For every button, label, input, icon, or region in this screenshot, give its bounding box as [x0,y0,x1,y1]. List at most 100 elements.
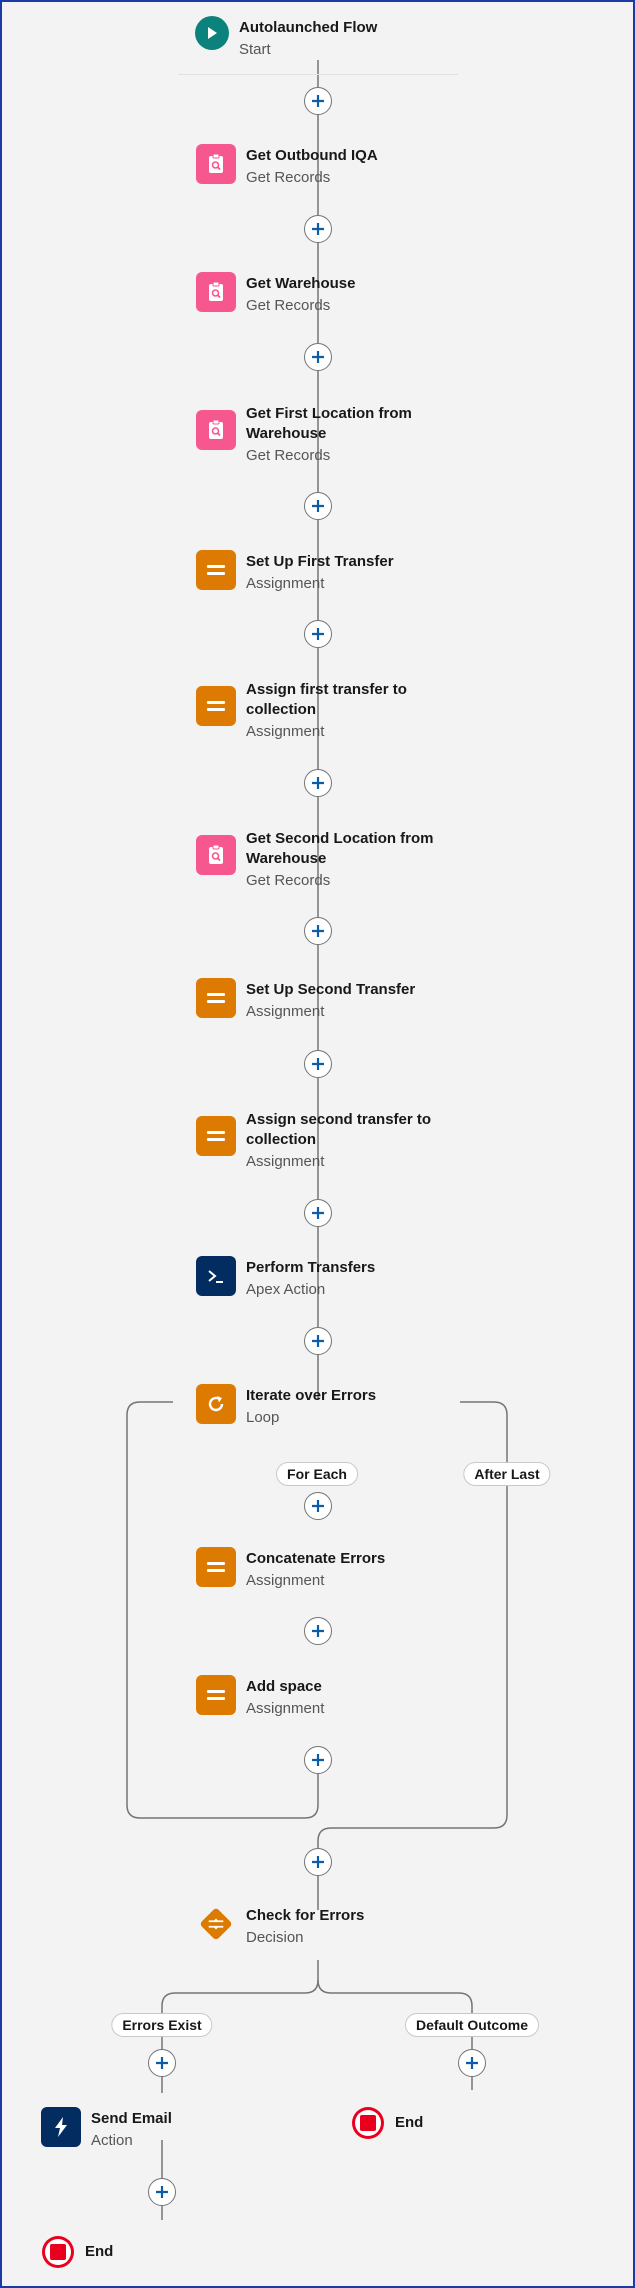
plus-icon [156,2057,168,2069]
node-type: Assignment [246,1003,325,1020]
node-title: Perform Transfers [246,1259,376,1276]
node-title: Check for Errors [246,1907,365,1924]
node-start[interactable]: Autolaunched Flow Start [193,16,434,60]
assignment-icon [196,686,236,726]
plus-icon [312,1856,324,1868]
node-type: Get Records [246,297,331,314]
node-concatenate-errors[interactable]: Concatenate Errors Assignment [196,1547,441,1591]
node-get-second-location[interactable]: Get Second Location from Warehouse Get R… [196,827,441,891]
add-element-button[interactable] [304,1617,332,1645]
node-type: Action [91,2132,133,2149]
node-title: Iterate over Errors [246,1387,377,1404]
decision-icon [196,1904,236,1944]
add-element-button[interactable] [304,1327,332,1355]
node-set-up-second-transfer[interactable]: Set Up Second Transfer Assignment [196,978,441,1022]
add-element-button[interactable] [304,1746,332,1774]
add-element-button[interactable] [304,1050,332,1078]
add-element-button[interactable] [304,1199,332,1227]
after-last-label: After Last [463,1462,551,1486]
records-search-icon [196,835,236,875]
node-iterate-over-errors[interactable]: Iterate over Errors Loop [196,1384,441,1428]
default-outcome-connector [317,1979,473,2090]
add-element-button[interactable] [304,343,332,371]
plus-icon [466,2057,478,2069]
loop-back-connector [126,1401,319,1819]
node-type: Assignment [246,723,325,740]
node-type: Assignment [246,1700,325,1717]
plus-icon [312,95,324,107]
add-element-button[interactable] [304,492,332,520]
node-title: Get Warehouse [246,275,356,292]
stop-icon [351,2106,385,2140]
errors-exist-label: Errors Exist [111,2013,213,2037]
add-element-button[interactable] [304,87,332,115]
errors-exist-connector [161,1960,319,2093]
plus-icon [312,628,324,640]
records-search-icon [196,410,236,450]
node-get-warehouse[interactable]: Get Warehouse Get Records [196,272,441,316]
node-title: Send Email [91,2110,172,2127]
node-set-up-first-transfer[interactable]: Set Up First Transfer Assignment [196,550,441,594]
add-element-button[interactable] [148,2178,176,2206]
add-element-button[interactable] [304,1848,332,1876]
node-end-default[interactable]: End [351,2106,423,2140]
node-add-space[interactable]: Add space Assignment [196,1675,441,1719]
node-get-first-location[interactable]: Get First Location from Warehouse Get Re… [196,402,441,466]
plus-icon [312,1625,324,1637]
node-title: Get Second Location from Warehouse [246,830,434,867]
node-get-outbound-iqa[interactable]: Get Outbound IQA Get Records [196,144,441,188]
loop-icon [196,1384,236,1424]
records-search-icon [196,144,236,184]
node-type: Assignment [246,1153,325,1170]
node-title: Concatenate Errors [246,1550,386,1567]
add-element-button[interactable] [304,1492,332,1520]
node-assign-second-transfer[interactable]: Assign second transfer to collection Ass… [196,1108,441,1172]
node-assign-first-transfer[interactable]: Assign first transfer to collection Assi… [196,678,441,742]
assignment-icon [196,1547,236,1587]
node-type: Loop [246,1409,280,1426]
play-icon [195,16,229,50]
node-check-for-errors[interactable]: Check for Errors Decision [196,1904,441,1948]
plus-icon [312,1207,324,1219]
node-title: Autolaunched Flow [239,19,378,36]
records-search-icon [196,272,236,312]
plus-icon [312,925,324,937]
apex-icon [196,1256,236,1296]
plus-icon [312,1754,324,1766]
add-element-button[interactable] [304,769,332,797]
plus-icon [312,351,324,363]
node-title: End [395,2114,424,2131]
node-perform-transfers[interactable]: Perform Transfers Apex Action [196,1256,441,1300]
plus-icon [312,1335,324,1347]
assignment-icon [196,1116,236,1156]
node-title: End [85,2243,114,2260]
node-end-errors[interactable]: End [41,2235,113,2269]
node-type: Start [239,41,271,58]
node-type: Apex Action [246,1281,326,1298]
add-element-button[interactable] [304,917,332,945]
node-type: Get Records [246,872,331,889]
assignment-icon [196,1675,236,1715]
plus-icon [312,223,324,235]
node-type: Get Records [246,169,331,186]
plus-icon [312,1058,324,1070]
node-send-email[interactable]: Send Email Action [41,2107,286,2151]
node-title: Get First Location from Warehouse [246,405,412,442]
node-title: Assign first transfer to collection [246,681,407,718]
add-element-button[interactable] [304,215,332,243]
add-element-button[interactable] [304,620,332,648]
for-each-label: For Each [276,1462,358,1486]
add-element-button[interactable] [458,2049,486,2077]
node-type: Assignment [246,575,325,592]
plus-icon [156,2186,168,2198]
node-title: Get Outbound IQA [246,147,378,164]
assignment-icon [196,978,236,1018]
node-title: Assign second transfer to collection [246,1111,432,1148]
add-element-button[interactable] [148,2049,176,2077]
node-type: Get Records [246,447,331,464]
plus-icon [312,1500,324,1512]
node-title: Add space [246,1678,322,1695]
node-type: Decision [246,1929,304,1946]
